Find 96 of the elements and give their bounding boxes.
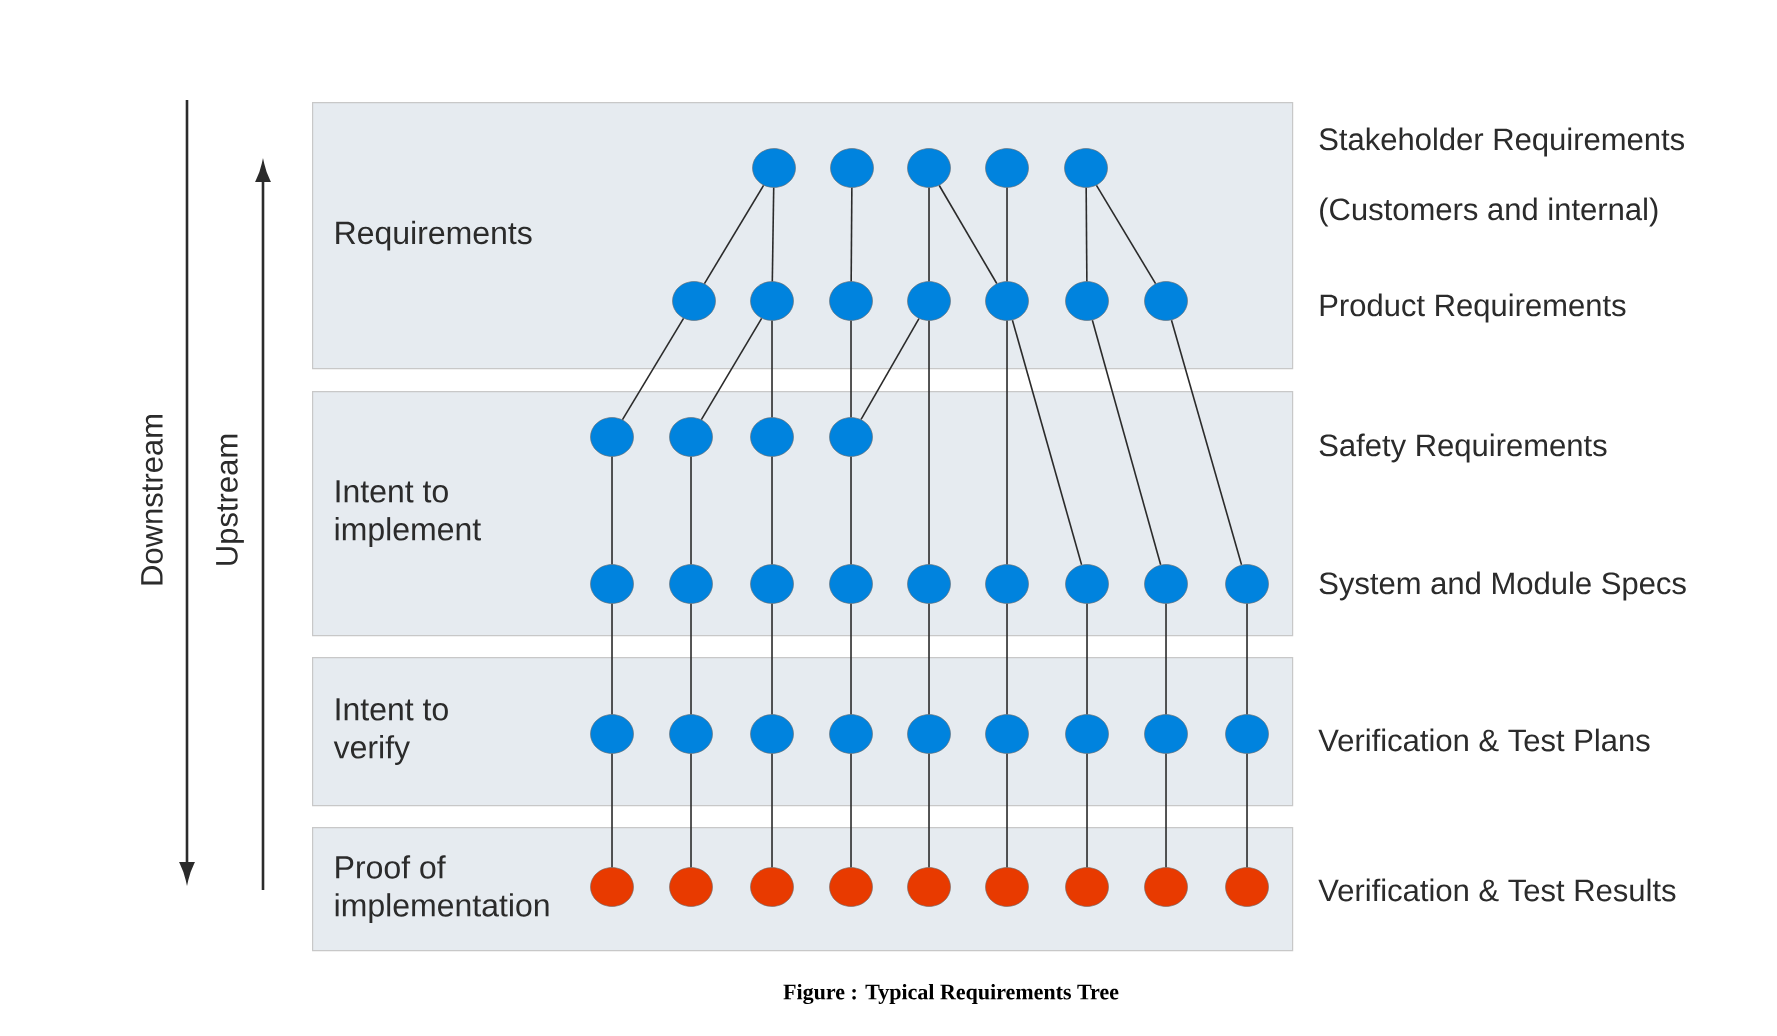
level-label: Verification & Test Results [1318, 878, 1676, 902]
connector-line [690, 753, 692, 868]
connector-line [1095, 184, 1157, 285]
circle-node [907, 564, 951, 604]
direction-label: Downstream [141, 415, 163, 585]
circle-node [672, 281, 716, 321]
circle-node [590, 417, 634, 457]
connector-line [850, 753, 852, 868]
connector-line [850, 456, 852, 565]
direction-label: Upstream [216, 434, 244, 565]
connector-line [1006, 603, 1008, 715]
circle-node [907, 867, 951, 907]
circle-node [1064, 148, 1108, 188]
connector-line [1011, 319, 1083, 566]
level-label: Verification & Test Plans [1318, 728, 1650, 752]
connector-line [690, 456, 692, 565]
connector-line [1086, 753, 1088, 868]
circle-node [669, 564, 713, 604]
connector-line [700, 317, 763, 421]
circle-node [1144, 714, 1188, 754]
circle-node [669, 417, 713, 457]
band-box: Requirements [312, 102, 1294, 370]
circle-node [985, 281, 1029, 321]
connector-line [1006, 320, 1008, 565]
connector-line [771, 320, 773, 418]
circle-node [1065, 281, 1109, 321]
level-label: Product Requirements [1320, 293, 1626, 323]
circle-node [750, 714, 794, 754]
connector-line [771, 753, 773, 868]
connector-line [850, 603, 852, 715]
connector-line [1165, 603, 1167, 715]
circle-node [750, 867, 794, 907]
connector-line [860, 317, 920, 421]
circle-node [1144, 281, 1188, 321]
connector-line [1085, 187, 1088, 282]
connector-line [1165, 753, 1167, 868]
circle-node [907, 714, 951, 754]
circle-node [752, 148, 796, 188]
connector-line [928, 187, 930, 282]
circle-node [829, 867, 873, 907]
connector-line [928, 320, 930, 565]
circle-node [1065, 714, 1109, 754]
circle-node [590, 867, 634, 907]
circle-node [590, 714, 634, 754]
band-box: Intent to verify [312, 657, 1294, 807]
circle-node [750, 281, 794, 321]
connector-line [1006, 753, 1008, 868]
connector-line [1091, 319, 1162, 566]
connector-line [938, 184, 998, 285]
connector-line [621, 317, 685, 421]
level-label: Stakeholder Requirements [1319, 127, 1685, 157]
circle-node [985, 564, 1029, 604]
circle-node [669, 867, 713, 907]
circle-node [1225, 564, 1269, 604]
connector-line [1170, 319, 1243, 566]
connector-line [771, 603, 773, 715]
circle-node [907, 281, 951, 321]
circle-node [985, 148, 1029, 188]
band-box: Intent to implement [312, 391, 1294, 637]
caption: Figure : Typical Requirements Tree [783, 983, 1119, 1005]
circle-node [1065, 867, 1109, 907]
connector-line [928, 753, 930, 868]
connector-line [611, 456, 613, 565]
level-label: System and Module Specs [1319, 571, 1686, 601]
circle-node [829, 417, 873, 457]
circle-node [829, 281, 873, 321]
circle-node [829, 564, 873, 604]
level-label: Safety Requirements [1319, 433, 1607, 463]
connector-line [928, 603, 930, 715]
connector-line [690, 603, 692, 715]
circle-node [1144, 867, 1188, 907]
connector-line [771, 187, 775, 282]
circle-node [590, 564, 634, 604]
connector-line [771, 456, 773, 565]
connector-line [850, 320, 852, 418]
circle-node [1225, 867, 1269, 907]
connector-line [611, 603, 613, 715]
connector-line [850, 187, 853, 282]
circle-node [829, 714, 873, 754]
connector-line [1006, 187, 1008, 282]
circle-node [830, 148, 874, 188]
connector-line [1086, 603, 1088, 715]
circle-node [985, 867, 1029, 907]
circle-node [1225, 714, 1269, 754]
connector-line [1246, 753, 1248, 868]
circle-node [750, 564, 794, 604]
level-label: (Customers and internal) [1320, 197, 1658, 227]
connector-line [611, 753, 613, 868]
circle-node [1065, 564, 1109, 604]
connector-line [703, 184, 765, 285]
circle-node [750, 417, 794, 457]
circle-node [985, 714, 1029, 754]
circle-node [907, 148, 951, 188]
circle-node [1144, 564, 1188, 604]
circle-node [669, 714, 713, 754]
connector-line [1246, 603, 1248, 715]
